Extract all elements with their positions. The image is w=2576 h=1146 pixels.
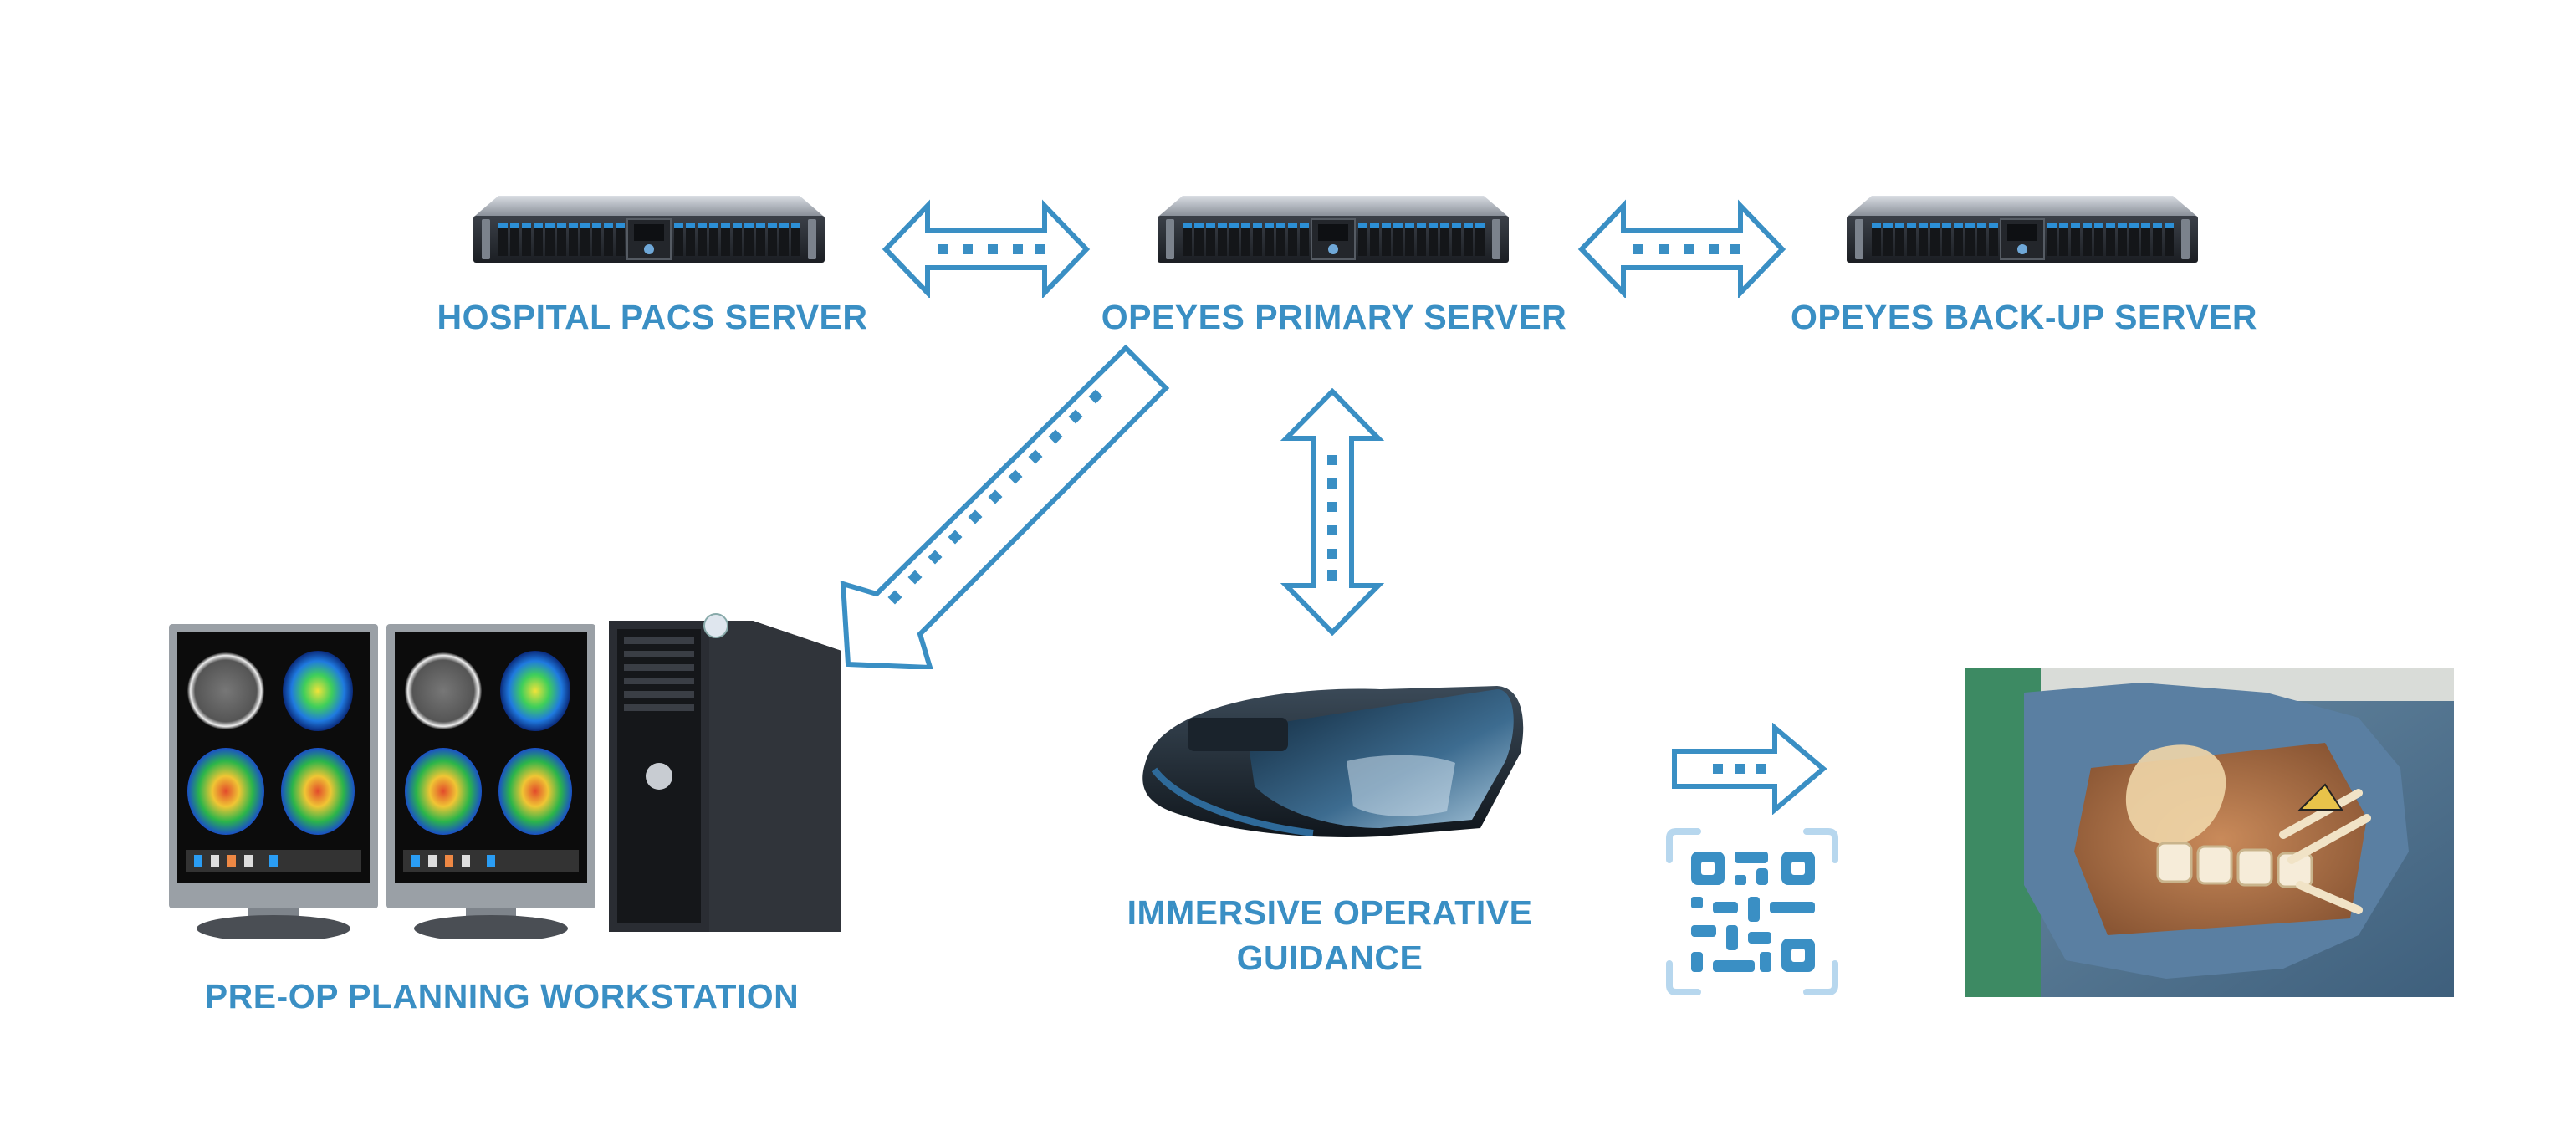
hospital-pacs-server-node	[473, 194, 825, 278]
immersive-guidance-node	[1129, 669, 1531, 853]
primary-headset-arrow	[1280, 388, 1385, 636]
immersive-guidance-label-line2: GUIDANCE	[1236, 939, 1423, 977]
primary-backup-arrow	[1577, 197, 1786, 298]
headset-surgical-arrow	[1669, 723, 1832, 815]
server-rack-icon	[1847, 194, 2198, 278]
preop-workstation-label: PRE-OP PLANNING WORKSTATION	[204, 977, 800, 1016]
pacs-primary-arrow	[882, 197, 1091, 298]
workstation-monitors-tower-icon	[169, 613, 841, 939]
primary-workstation-arrow	[836, 343, 1188, 669]
opeyes-backup-server-node	[1847, 194, 2198, 278]
preop-workstation-node	[166, 604, 843, 939]
hospital-pacs-server-label: HOSPITAL PACS SERVER	[437, 298, 868, 336]
immersive-guidance-label-line1: IMMERSIVE OPERATIVE	[1127, 893, 1533, 932]
server-rack-icon	[473, 194, 825, 278]
ar-headset-icon	[1142, 686, 1524, 837]
qr-code-icon	[1666, 828, 1838, 995]
opeyes-backup-server-label: OPEYES BACK-UP SERVER	[1790, 298, 2258, 336]
surgical-hologram-photo-icon	[1965, 668, 2454, 997]
qr-code-node	[1664, 826, 1840, 997]
server-rack-icon	[1158, 194, 1509, 278]
opeyes-primary-server-label: OPEYES PRIMARY SERVER	[1101, 298, 1567, 336]
opeyes-primary-server-node	[1158, 194, 1509, 278]
surgical-view-node	[1965, 668, 2454, 997]
